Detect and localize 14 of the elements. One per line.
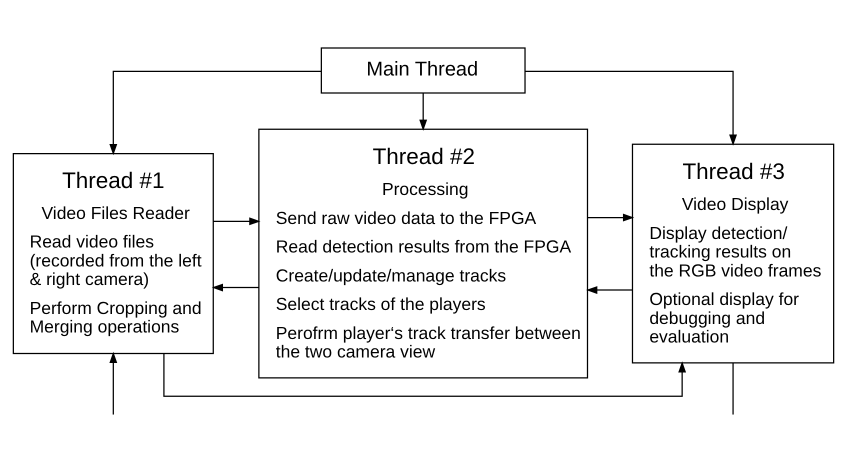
node-box: Thread #1 Video Files Reader Read video files (recorded from the left & right camera) Perform Cropping and Merging operations xyxy=(12,152,214,354)
node-box: Main Thread xyxy=(320,47,526,94)
connector xyxy=(732,363,734,415)
arrow xyxy=(109,352,118,415)
arrow xyxy=(212,284,259,292)
node-box: Thread #2 Processing Send raw video data to the FPGA Read detection results from the FPGA Create/update/manage tracks Select tracks of the players Perofrm player‘s track transfer between the two camera view xyxy=(258,128,588,378)
node-box: Thread #3 Video Display Display detection/ tracking results on the RGB video frames Optional display for debugging and evaluation xyxy=(632,144,834,364)
arrow xyxy=(586,286,632,294)
arrow xyxy=(163,354,686,397)
arrow xyxy=(214,217,260,226)
arrow xyxy=(419,93,428,131)
arrow xyxy=(109,70,322,156)
arrow xyxy=(588,214,634,222)
arrow xyxy=(525,70,737,146)
